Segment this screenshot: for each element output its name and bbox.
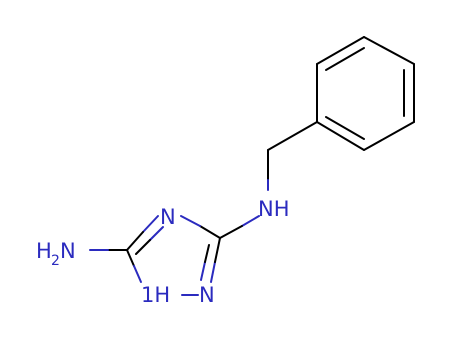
amine-to-triazole xyxy=(219,215,260,239)
bond-n2-c3-double-n xyxy=(200,261,206,281)
bond-n4-c5-double-n xyxy=(149,226,164,241)
bond-nh-to-c3-n xyxy=(241,215,260,227)
atom-label-amine-subscript: 2 xyxy=(51,253,60,269)
triazole-ring xyxy=(126,215,221,296)
bond-n2-c3-double-c xyxy=(204,244,210,263)
bond-ring-to-ch2 xyxy=(267,121,318,151)
bond-n4-c5-double-c xyxy=(135,239,151,255)
bond-c3-n4-c xyxy=(199,225,221,239)
atom-label-ring-nh: 1H xyxy=(141,283,170,307)
atom-label-amine-n: N xyxy=(60,239,76,263)
bond-n2-c3-n xyxy=(210,261,216,283)
bond-n4-c5-n xyxy=(142,215,159,233)
bond-n4-c5-c xyxy=(126,231,144,251)
bond-n2-c3-c xyxy=(214,237,221,263)
atom-label-ring-n-right: N xyxy=(199,283,215,307)
benzene-ring xyxy=(316,36,415,151)
bond-ring-double-top xyxy=(325,47,365,71)
bond-c5-n1-c xyxy=(126,249,135,267)
atom-label-ring-n-top: N xyxy=(160,205,176,229)
bond-ring-top-right xyxy=(363,36,415,65)
bond-c5-n1-n xyxy=(133,265,142,283)
methylene-linker xyxy=(267,121,318,191)
bond-nh-to-c3-c xyxy=(219,225,243,239)
bond-ring-top-left xyxy=(316,36,365,65)
bond-ring-double-bottom xyxy=(325,116,365,140)
atom-label-nh-linker: NH xyxy=(258,197,290,221)
bond-ring-bottom-left xyxy=(316,121,365,151)
bond-c3-n4-n xyxy=(180,215,201,227)
bond-ring-bottom-right xyxy=(363,121,415,151)
atom-label-amine-h: H xyxy=(36,239,52,263)
